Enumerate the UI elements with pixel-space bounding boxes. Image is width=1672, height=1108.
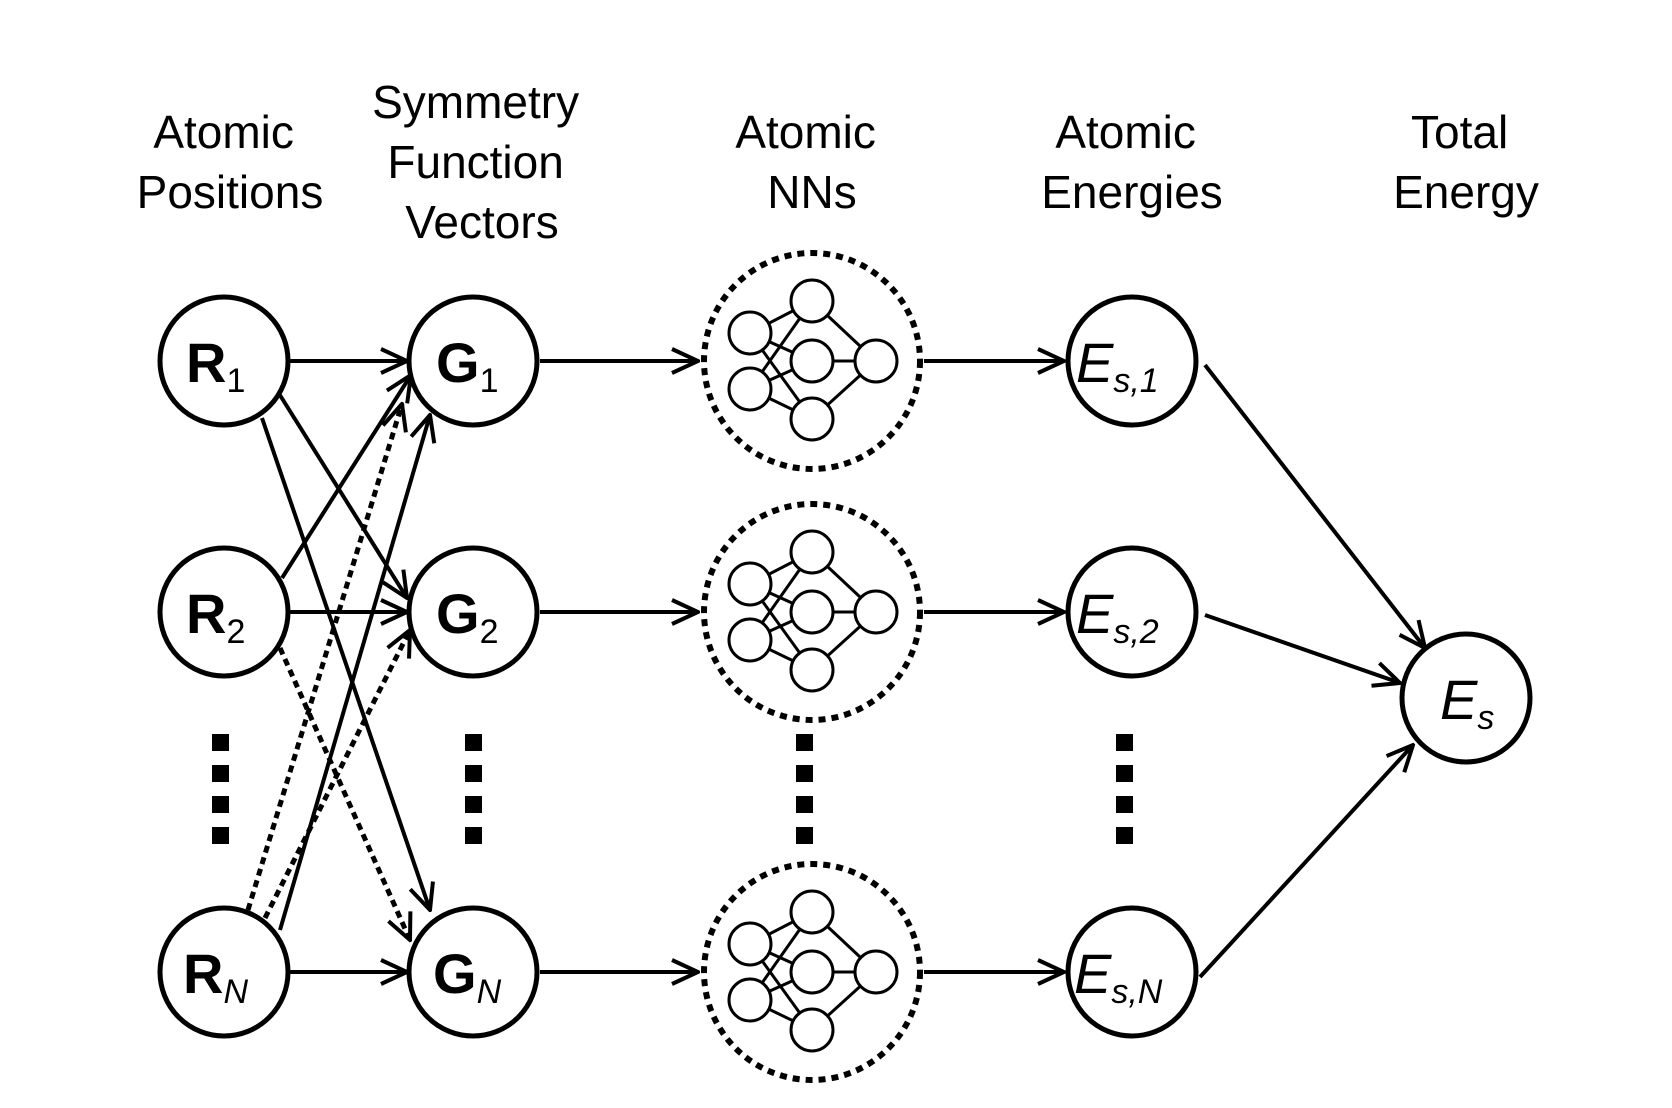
edge-en-es: [1198, 745, 1413, 979]
edge-r2-gn-dotted: [277, 646, 410, 940]
edges-forward: [540, 361, 1425, 977]
ellipsis-positions: [212, 734, 229, 844]
header-total-energy: Total Energy: [1393, 106, 1539, 218]
neural-network-icon: [727, 889, 899, 1053]
edge-e2-es: [1204, 613, 1400, 683]
edge-rn-g1-dotted: [245, 404, 402, 911]
label-es: Es: [1440, 668, 1494, 737]
ellipsis-symmetry: [465, 734, 482, 844]
node-gn: [406, 905, 540, 1039]
edge-e1-es: [1203, 363, 1425, 648]
edge-rn-g2-dotted: [262, 630, 413, 920]
header-atomic-nns: Atomic NNs: [735, 106, 888, 218]
vertical-ellipsis-group: [212, 734, 1133, 844]
node-e2: [1065, 545, 1199, 679]
ellipsis-energies: [1116, 734, 1133, 844]
node-g2: [406, 545, 540, 679]
label-gn: GN: [433, 942, 502, 1011]
label-en: Es,N: [1074, 942, 1163, 1011]
node-r2: [157, 545, 291, 679]
header-symmetry-function-vectors: Symmetry Function Vectors: [372, 76, 592, 248]
neural-network-icon: [727, 529, 899, 693]
node-circles: [157, 294, 1533, 1039]
nn-module-n: [701, 861, 923, 1083]
label-e2: Es,2: [1076, 582, 1159, 651]
edge-r1-gn: [260, 417, 430, 910]
neural-network-icon: [727, 278, 899, 442]
nn-module-2: [701, 501, 923, 723]
node-r1: [157, 294, 291, 428]
header-atomic-positions: Atomic Positions: [137, 106, 324, 218]
header-atomic-energies: Atomic Energies: [1041, 106, 1223, 218]
label-g1: G1: [436, 331, 498, 400]
edge-rn-g1: [278, 415, 430, 931]
nn-dotted-boundary: [701, 501, 923, 723]
label-r1: R1: [186, 331, 245, 400]
nn-module-1: [701, 250, 923, 472]
label-r2: R2: [186, 582, 245, 651]
label-rn: RN: [183, 942, 248, 1011]
node-en: [1065, 905, 1199, 1039]
node-rn: [157, 905, 291, 1039]
node-g1: [406, 294, 540, 428]
nn-dotted-boundary: [701, 250, 923, 472]
node-es: [1399, 631, 1533, 765]
edges-positions-to-symmetry: [260, 361, 430, 972]
label-g2: G2: [436, 582, 498, 651]
node-e1: [1065, 294, 1199, 428]
nn-dotted-boundary: [701, 861, 923, 1083]
ellipsis-nns: [796, 734, 813, 844]
label-e1: Es,1: [1076, 331, 1159, 400]
edges-dotted: [245, 404, 413, 940]
